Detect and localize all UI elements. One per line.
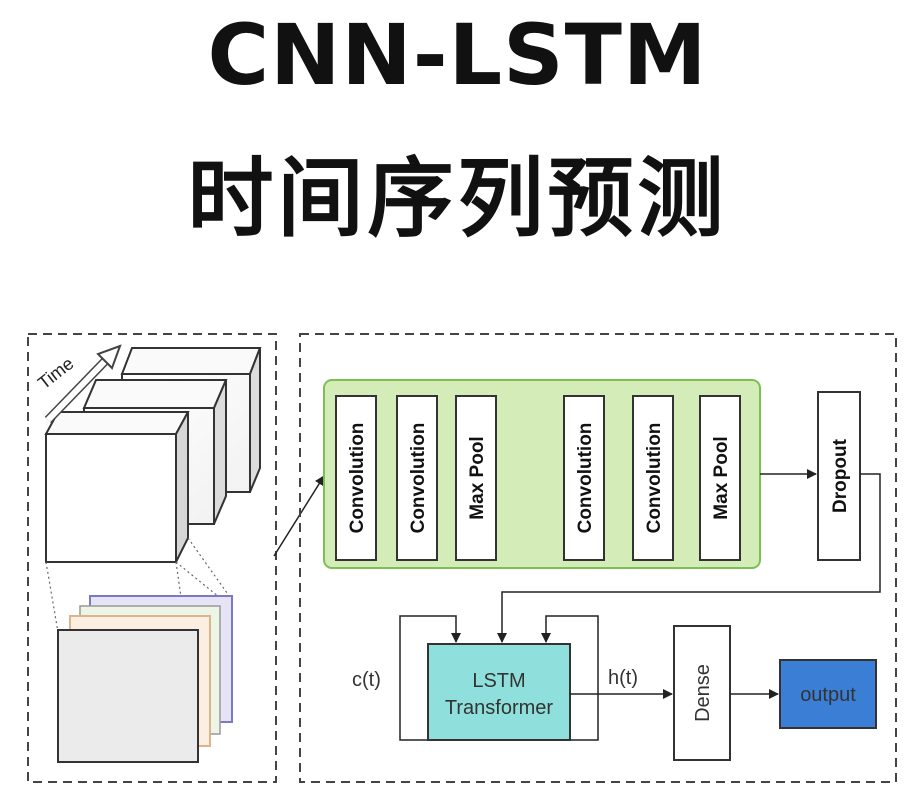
lstm-label: LSTM <box>472 670 525 692</box>
input-panel <box>27 333 277 783</box>
hidden-state-loop <box>541 615 599 741</box>
cnn-layer-3-label: Max Pool <box>467 436 488 519</box>
cell-state-label: c(t) <box>352 669 381 691</box>
feature-map-stack <box>57 595 233 763</box>
time-frames-stack: Time <box>34 344 262 563</box>
dense-box <box>673 625 731 761</box>
cnn-layer-5-label: Convolution <box>644 423 665 534</box>
output-label: output <box>800 684 856 706</box>
cnn-layer-6-label: Max Pool <box>711 436 732 519</box>
time-label: Time <box>34 353 77 393</box>
model-panel <box>299 333 897 783</box>
transformer-label: Transformer <box>445 697 554 719</box>
lstm-transformer-box <box>427 643 571 741</box>
cnn-layer-4-box <box>563 395 605 561</box>
title-line-2: 时间序列预测 <box>187 149 728 249</box>
dropout-to-lstm-connector <box>497 473 881 643</box>
dropout-box <box>817 391 861 561</box>
cnn-layer-1-label: Convolution <box>347 423 368 534</box>
cnn-layer-6-box <box>699 395 741 561</box>
dropout-label: Dropout <box>830 438 851 513</box>
cnn-block <box>323 379 761 569</box>
cnn-layer-2-label: Convolution <box>408 423 429 534</box>
cnn-layer-1-box <box>335 395 377 561</box>
output-box <box>779 659 877 729</box>
cnn-layer-4-label: Convolution <box>575 423 596 534</box>
time-arrow <box>44 344 122 424</box>
cnn-layer-3-box <box>455 395 497 561</box>
hidden-state-label: h(t) <box>608 667 638 689</box>
frame-cube-front <box>44 411 190 563</box>
cnn-layer-5-box <box>632 395 674 561</box>
cnn-layer-2-box <box>396 395 438 561</box>
cnn-layers: Convolution Convolution Max Pool Convolu… <box>335 395 741 561</box>
cell-state-loop <box>399 615 461 741</box>
title-line-1: CNN-LSTM <box>207 6 708 104</box>
feature-plane-front <box>57 629 199 763</box>
dense-label: Dense <box>692 664 714 722</box>
